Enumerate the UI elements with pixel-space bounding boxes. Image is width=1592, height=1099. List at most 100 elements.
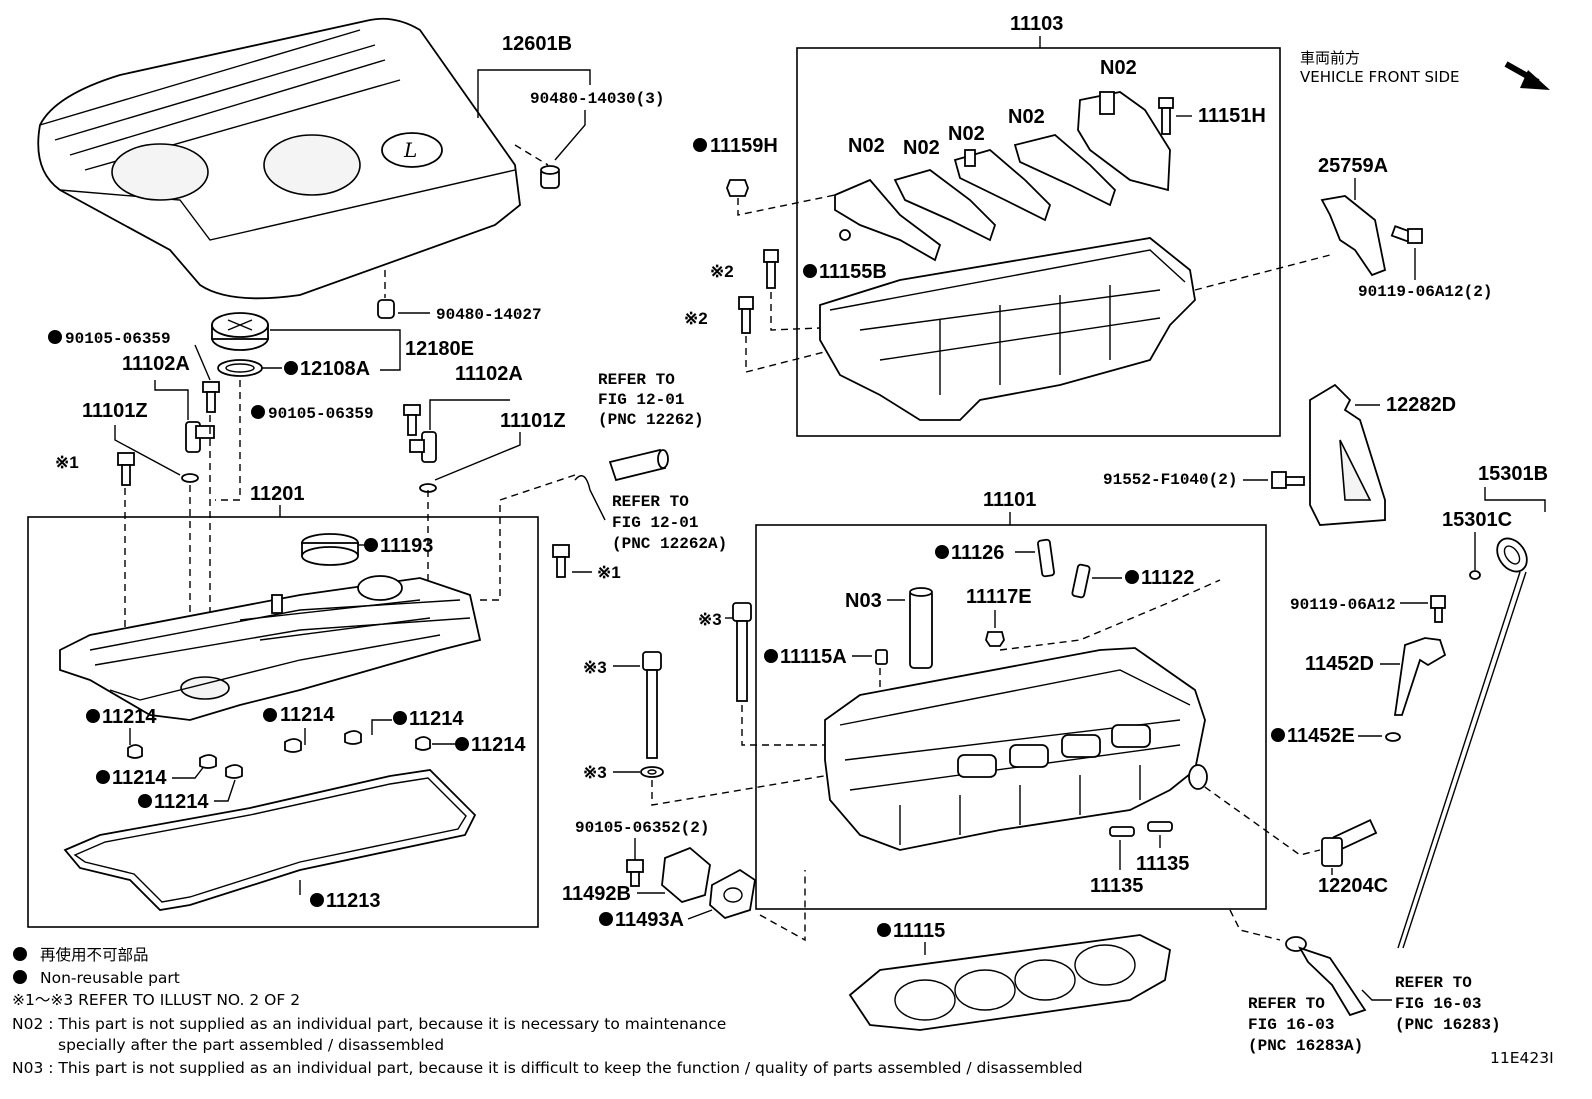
gasket-11493A-part[interactable] (709, 868, 756, 920)
label-11122: 11122 (1141, 567, 1194, 589)
cylinder-head-cover-part[interactable] (59, 575, 482, 721)
guide-11126-part[interactable] (1037, 538, 1055, 578)
nut-11159H-part[interactable] (726, 179, 749, 197)
o-ring-11452E-part[interactable] (1385, 732, 1401, 742)
pin-11115A-part[interactable] (875, 649, 888, 665)
legend-n03: N03 : This part is not supplied as an in… (12, 1059, 1083, 1077)
gasket-11214-a-part[interactable] (127, 744, 143, 759)
head-bolt-mark3-b-part[interactable] (642, 651, 662, 759)
label-11135-a: 11135 (1136, 853, 1189, 875)
cam-position-sensor-right-part[interactable] (409, 431, 437, 493)
pcv-hose-part[interactable] (608, 448, 669, 482)
grommet-part[interactable] (540, 165, 560, 189)
non-reusable-dot-icon (48, 330, 62, 344)
label-11151H: 11151H (1198, 105, 1266, 127)
svg-text:FIG 12-01: FIG 12-01 (598, 391, 684, 409)
cam-position-sensor-left-part[interactable] (181, 421, 215, 483)
non-reusable-dot-icon (599, 912, 613, 926)
label-11493A: 11493A (615, 909, 684, 931)
bolt-90105-06359-right-part[interactable] (403, 404, 421, 436)
plugs-11135-part[interactable] (1109, 821, 1173, 837)
label-11103: 11103 (1010, 13, 1063, 35)
bracket-25759A-part[interactable] (1320, 195, 1387, 277)
valve-cover-group-box (27, 516, 539, 928)
oil-filler-cap-part[interactable] (211, 312, 269, 351)
mark-3-a: ※3 (698, 610, 722, 629)
bolt-91552-part[interactable] (1271, 471, 1305, 489)
engine-hanger-12282D-part[interactable] (1309, 383, 1386, 526)
guide-11122-part[interactable] (1071, 563, 1091, 599)
non-reusable-dot-icon (86, 709, 100, 723)
dipstick-o-ring-part[interactable] (1469, 570, 1481, 580)
bolt-mark2-a-part[interactable] (763, 249, 779, 289)
gasket-11214-d-part[interactable] (415, 736, 431, 751)
dipstick-guide-11452D-part[interactable] (1393, 637, 1447, 716)
label-15301C: 15301C (1442, 509, 1512, 531)
label-90480-14027: 90480-14027 (436, 306, 542, 324)
label-90480-14030: 90480-14030(3) (530, 90, 664, 108)
camshaft-bearing-caps-part[interactable] (834, 91, 1171, 262)
bolt-90105-06352-part[interactable] (626, 859, 644, 887)
refer-fig-12-01-pnc-12262[interactable]: REFER TO FIG 12-01 (PNC 12262) (598, 371, 704, 429)
oil-filler-gasket-part[interactable] (217, 359, 263, 377)
svg-text:FIG 16-03: FIG 16-03 (1248, 1016, 1334, 1034)
cylinder-head-part[interactable] (824, 647, 1208, 851)
gasket-11214-e-part[interactable] (199, 754, 217, 769)
oil-filler-seal-part[interactable] (301, 533, 359, 566)
label-N02-2: N02 (848, 135, 885, 157)
refer-fig-16-03-pnc-16283[interactable]: REFER TO FIG 16-03 (PNC 16283) (1395, 974, 1501, 1034)
label-11193: 11193 (380, 535, 433, 557)
refer-fig-16-03-pnc-16283A[interactable]: REFER TO FIG 16-03 (PNC 16283A) (1248, 995, 1363, 1055)
label-11102A-b: 11102A (455, 363, 523, 385)
oil-dipstick-part[interactable] (1397, 533, 1533, 949)
non-reusable-dot-icon (251, 405, 265, 419)
label-N02-4: N02 (948, 123, 985, 145)
bolt-mark1-left-part[interactable] (117, 452, 135, 486)
hose-clamp-part[interactable] (1285, 936, 1367, 1017)
head-bolt-washer-mark3-part[interactable] (640, 766, 664, 778)
legend-marks: ※1～※3 REFER TO ILLUST NO. 2 OF 2 (12, 991, 300, 1009)
grommet-lower-part[interactable] (377, 299, 395, 319)
mark-1-b: ※1 (597, 563, 621, 582)
engine-cover-part[interactable]: L (37, 17, 521, 300)
bolt-11151H-part[interactable] (1158, 97, 1174, 135)
label-11201: 11201 (250, 483, 305, 505)
label-11214-1: 11214 (102, 706, 157, 728)
label-12204C: 12204C (1318, 875, 1388, 897)
bolt-90119-06A12-part[interactable] (1430, 595, 1446, 623)
label-11115A: 11115A (780, 646, 847, 668)
gasket-11214-f-part[interactable] (225, 764, 243, 779)
label-11101: 11101 (983, 489, 1036, 511)
svg-text:(PNC 12262A): (PNC 12262A) (612, 535, 727, 553)
bolt-90119-06A12-2-part[interactable] (1390, 225, 1423, 244)
bolt-mark1-right-part[interactable] (552, 544, 570, 578)
label-90119-06A12-2: 90119-06A12(2) (1358, 283, 1492, 301)
bolt-mark2-b-part[interactable] (738, 296, 754, 334)
non-reusable-dot-icon (284, 361, 298, 375)
non-reusable-dot-icon (310, 893, 324, 907)
label-11452D: 11452D (1305, 653, 1374, 675)
lexus-logo-icon: L (403, 138, 417, 162)
cover-11492B-part[interactable] (661, 846, 711, 904)
label-15301B: 15301B (1478, 463, 1548, 485)
head-cover-gasket-part[interactable] (63, 769, 477, 911)
cylinder-head-gasket-part[interactable] (848, 934, 1171, 1031)
svg-text:REFER TO: REFER TO (612, 493, 689, 511)
non-reusable-dot-icon (13, 970, 27, 984)
gasket-11214-c-part[interactable] (344, 730, 362, 745)
refer-fig-12-01-pnc-12262A[interactable]: REFER TO FIG 12-01 (PNC 12262A) (612, 493, 727, 553)
label-11214-3: 11214 (409, 708, 464, 730)
label-11214-4: 11214 (471, 734, 526, 756)
pin-11155B-part[interactable] (839, 229, 851, 241)
camshaft-housing-part[interactable] (819, 237, 1196, 421)
head-bolt-mark3-a-part[interactable] (732, 602, 752, 702)
pcv-valve-12204C-part[interactable] (1321, 819, 1378, 867)
plug-N03-part[interactable] (909, 587, 933, 669)
bolt-90105-06359-left-part[interactable] (202, 381, 220, 413)
gasket-11214-b-part[interactable] (284, 738, 302, 753)
plug-11117E-part[interactable] (985, 631, 1005, 647)
non-reusable-dot-icon (364, 538, 378, 552)
non-reusable-dot-icon (138, 794, 152, 808)
label-11101Z-a: 11101Z (82, 400, 148, 422)
